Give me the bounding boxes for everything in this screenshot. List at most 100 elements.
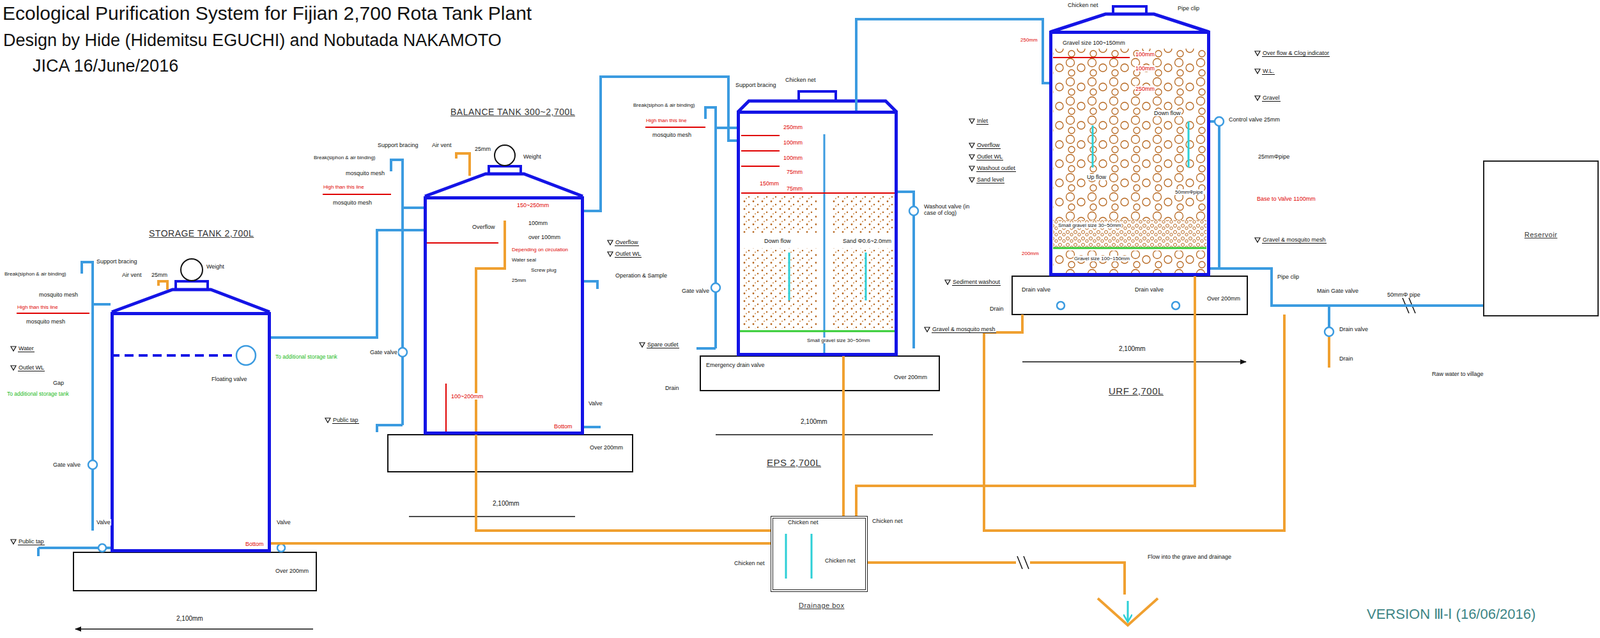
urf-tank: URF 2,700L xyxy=(1049,30,1211,277)
annotation-label: Over 200mm xyxy=(893,373,928,381)
valve xyxy=(98,543,107,552)
annotation-label: Outlet WL xyxy=(17,364,45,372)
gravel-layer xyxy=(1053,250,1207,274)
annotation-label: Sediment washout xyxy=(952,278,1001,286)
annotation-label: Outlet WL xyxy=(976,153,1004,161)
level-marker xyxy=(945,279,951,285)
node-heading: STORAGE TANK 2,700L xyxy=(148,228,254,239)
level-marker xyxy=(969,166,975,171)
annotation-label: Gap xyxy=(52,379,65,386)
gate-valve xyxy=(711,283,721,293)
annotation-label: mosquito mesh xyxy=(345,169,386,177)
annotation-label: Chicken net xyxy=(824,557,857,564)
annotation-label: Over 200mm xyxy=(274,567,310,574)
annotation-label: 200mm xyxy=(1021,250,1040,257)
annotation-label: Pipe clip xyxy=(1276,273,1300,280)
pipe-connector xyxy=(856,276,1195,516)
level-marker xyxy=(325,417,331,423)
annotation-label: Support bracing xyxy=(734,81,777,89)
base-slab xyxy=(700,355,940,391)
annotation-label: mosquito mesh xyxy=(38,291,79,298)
node-heading: EPS 2,700L xyxy=(766,456,822,468)
base-slab xyxy=(73,552,317,591)
drain-valve xyxy=(1171,301,1180,310)
annotation-label: VERSION Ⅲ-Ⅰ (16/06/2016) xyxy=(1366,605,1537,622)
tank-lid xyxy=(1113,6,1147,15)
drainage-box: Drainage box xyxy=(770,515,868,592)
annotation-label: High than this line xyxy=(16,304,59,310)
annotation-label: Sand Φ0.6~2.0mm xyxy=(842,237,893,245)
annotation-label: Design by Hide (Hidemitsu EGUCHI) and No… xyxy=(2,30,503,51)
annotation-label: 150mm xyxy=(759,180,780,187)
annotation-label: Drain xyxy=(664,384,680,392)
pipe-connector xyxy=(1210,268,1484,306)
level-marker xyxy=(1254,51,1261,56)
tank-lid xyxy=(488,166,521,174)
annotation-label: Break(siphon & air binding) xyxy=(632,102,696,108)
valve xyxy=(277,543,285,552)
annotation-label: Chicken net xyxy=(871,517,904,524)
annotation-label: over 100mm xyxy=(527,233,562,241)
annotation-label: 2,100mm xyxy=(492,499,521,508)
annotation-label: mosquito mesh xyxy=(332,199,373,206)
annotation-label: Overflow xyxy=(614,238,639,247)
level-marker xyxy=(10,365,16,370)
gate-valve xyxy=(398,347,408,357)
annotation-label: Up flow xyxy=(1086,173,1107,181)
annotation-label: 2,100mm xyxy=(800,417,829,426)
sand-layer xyxy=(741,247,817,329)
annotation-label: 100mm xyxy=(782,139,804,146)
base-slab xyxy=(387,434,633,472)
annotation-label: 25mm xyxy=(511,277,527,284)
pipe-connector xyxy=(842,355,845,516)
annotation-label: mosquito mesh xyxy=(651,131,693,139)
level-marker xyxy=(1254,69,1261,74)
annotation-label: Pipe clip xyxy=(1176,5,1200,12)
annotation-label: Down flow xyxy=(763,237,792,245)
gravel-mesh-line xyxy=(739,247,1207,331)
annotation-label: Base to Valve 1100mm xyxy=(1256,195,1317,202)
annotation-label: Support bracing xyxy=(376,141,420,149)
annotation-label: 100mm xyxy=(527,219,549,227)
level-marker xyxy=(607,251,613,257)
annotation-label: Flow into the grave and drainage xyxy=(1146,553,1232,560)
annotation-label: Small gravel size 30~50mm xyxy=(1057,222,1122,229)
annotation-label: Valve xyxy=(276,518,292,526)
sand-layer xyxy=(830,247,895,329)
annotation-label: Drain xyxy=(1338,355,1354,362)
eps-tank: EPS 2,700L xyxy=(736,110,898,356)
reservoir: Reservoir xyxy=(1483,160,1599,317)
annotation-label: Weight xyxy=(522,153,542,160)
air-vent xyxy=(158,153,470,290)
annotation-label: Outlet WL xyxy=(614,250,642,258)
annotation-label: Break(siphon & air binding) xyxy=(313,154,377,161)
level-marker xyxy=(10,346,16,351)
sand-layer xyxy=(830,195,895,233)
annotation-label: Overflow xyxy=(976,141,1001,149)
floating-valve xyxy=(236,345,256,365)
storage-tank: STORAGE TANK 2,700L xyxy=(110,311,271,553)
annotation-label: Chicken net xyxy=(784,76,817,84)
annotation-label: Down flow xyxy=(1153,109,1182,117)
level-marker xyxy=(969,154,975,160)
annotation-label: 75mm xyxy=(785,185,804,192)
annotation-label: Washout outlet xyxy=(976,164,1016,172)
annotation-label: Chicken net xyxy=(733,559,766,567)
water-level xyxy=(110,353,236,357)
annotation-label: Valve xyxy=(587,400,604,407)
annotation-label: 2,100mm xyxy=(1118,345,1147,353)
annotation-label: Small gravel size 30~50mm xyxy=(806,337,871,344)
tank-lid xyxy=(175,281,208,290)
annotation-label: Gravel size 100~150mm xyxy=(1073,255,1131,262)
annotation-label: Sand level xyxy=(976,176,1005,184)
internal-pipe xyxy=(823,134,826,353)
annotation-label: High than this line xyxy=(322,184,365,190)
pipe-connector xyxy=(584,76,737,211)
annotation-label: Main Gate valve xyxy=(1316,287,1360,294)
annotation-label: Gate valve xyxy=(681,287,710,294)
annotation-label: Overflow xyxy=(471,223,496,231)
annotation-label: Floating valve xyxy=(210,375,248,383)
annotation-label: Weight xyxy=(205,263,225,270)
